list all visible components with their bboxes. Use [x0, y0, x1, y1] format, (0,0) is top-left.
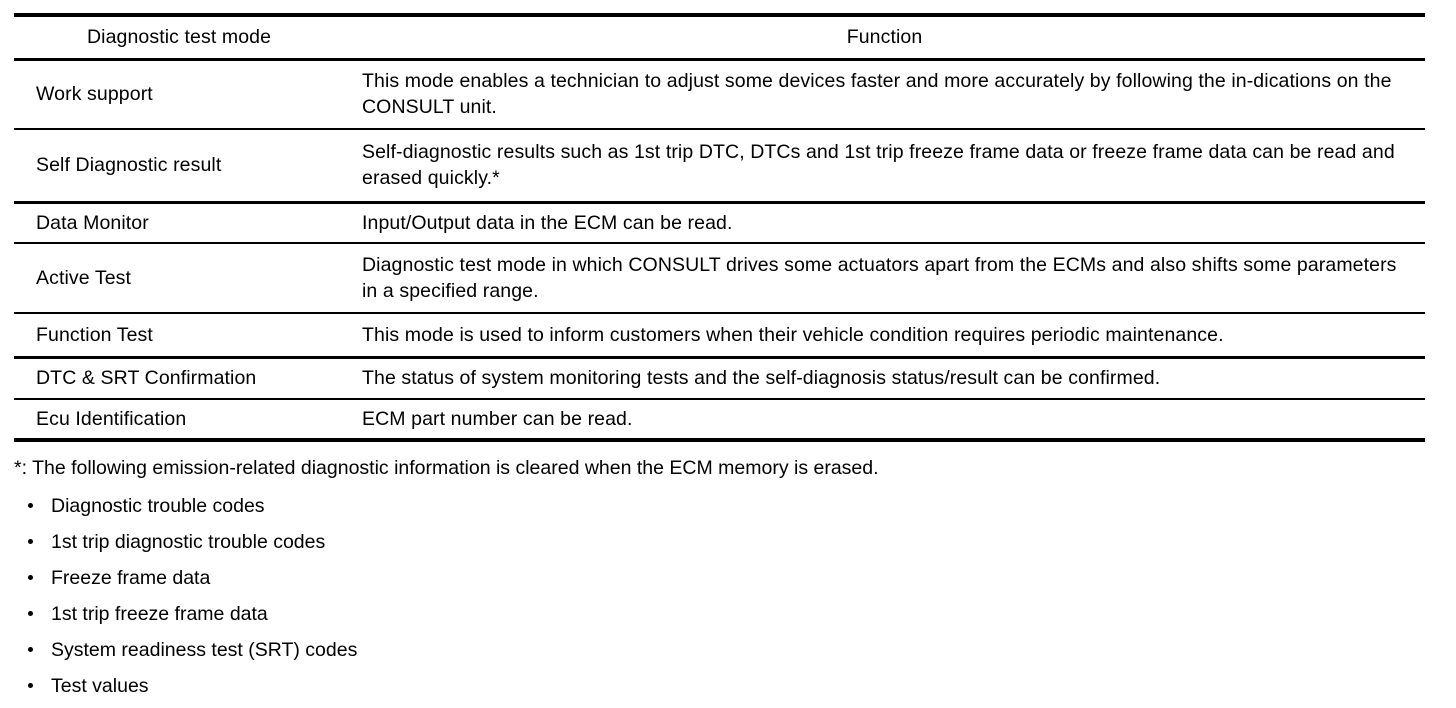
cell-function-data-monitor: Input/Output data in the ECM can be read… [362, 211, 733, 234]
column-header-function: Function [846, 26, 923, 49]
cell-mode-self-diagnostic-result: Self Diagnostic result [36, 154, 222, 177]
cell-mode-active-test: Active Test [36, 267, 132, 289]
list-item-label: System readiness test (SRT) codes [51, 639, 358, 661]
table-row: Ecu Identification ECM part number can b… [14, 399, 1425, 440]
list-item-label: Test values [51, 675, 149, 697]
cell-mode-function-test: Function Test [36, 323, 153, 346]
list-item-label: Diagnostic trouble codes [51, 495, 265, 517]
cell-function-self-diagnostic-result: Self-diagnostic results such as 1st trip… [362, 141, 1395, 190]
list-item: 1st trip freeze frame data [14, 602, 1434, 626]
table-row: Data Monitor Input/Output data in the EC… [14, 202, 1425, 243]
cell-function-work-support: This mode enables a technician to adjust… [362, 70, 1392, 119]
cell-mode-work-support: Work support [36, 83, 153, 106]
list-item-label: Freeze frame data [51, 567, 211, 589]
cell-function-function-test: This mode is used to inform customers wh… [362, 323, 1224, 346]
list-item: 1st trip diagnostic trouble codes [14, 530, 1434, 554]
list-item: System readiness test (SRT) codes [14, 638, 1434, 662]
column-header-diagnostic-test-mode: Diagnostic test mode [86, 26, 272, 49]
cell-mode-dtc-srt-confirmation: DTC & SRT Confirmation [36, 367, 257, 390]
table-header-row: Diagnostic test mode Function [14, 15, 1425, 59]
footnote-text: *: The following emission-related diagno… [14, 457, 879, 479]
cell-mode-ecu-identification: Ecu Identification [36, 408, 187, 430]
list-item: Diagnostic trouble codes [14, 494, 1434, 518]
cell-function-ecu-identification: ECM part number can be read. [362, 408, 633, 430]
cell-function-dtc-srt-confirmation: The status of system monitoring tests an… [362, 367, 1161, 390]
list-item-label: 1st trip diagnostic trouble codes [51, 531, 326, 553]
table-row: Self Diagnostic result Self-diagnostic r… [14, 129, 1425, 202]
cell-mode-data-monitor: Data Monitor [36, 211, 149, 234]
bullet-icon [28, 683, 33, 688]
bullet-icon [28, 575, 33, 580]
diagnostic-test-mode-table: Diagnostic test mode Function Work suppo… [14, 13, 1425, 442]
table-row: Active Test Diagnostic test mode in whic… [14, 243, 1425, 313]
cell-function-active-test: Diagnostic test mode in which CONSULT dr… [362, 254, 1397, 302]
cleared-information-list: Diagnostic trouble codes 1st trip diagno… [14, 494, 1434, 698]
bullet-icon [28, 503, 33, 508]
bullet-icon [28, 611, 33, 616]
list-item: Test values [14, 674, 1434, 698]
table-row: DTC & SRT Confirmation The status of sys… [14, 357, 1425, 399]
table-row: Function Test This mode is used to infor… [14, 313, 1425, 357]
bullet-icon [28, 647, 33, 652]
table-row: Work support This mode enables a technic… [14, 59, 1425, 129]
bullet-icon [28, 539, 33, 544]
list-item-label: 1st trip freeze frame data [51, 603, 268, 625]
list-item: Freeze frame data [14, 566, 1434, 590]
notes-section: *: The following emission-related diagno… [14, 456, 1434, 708]
